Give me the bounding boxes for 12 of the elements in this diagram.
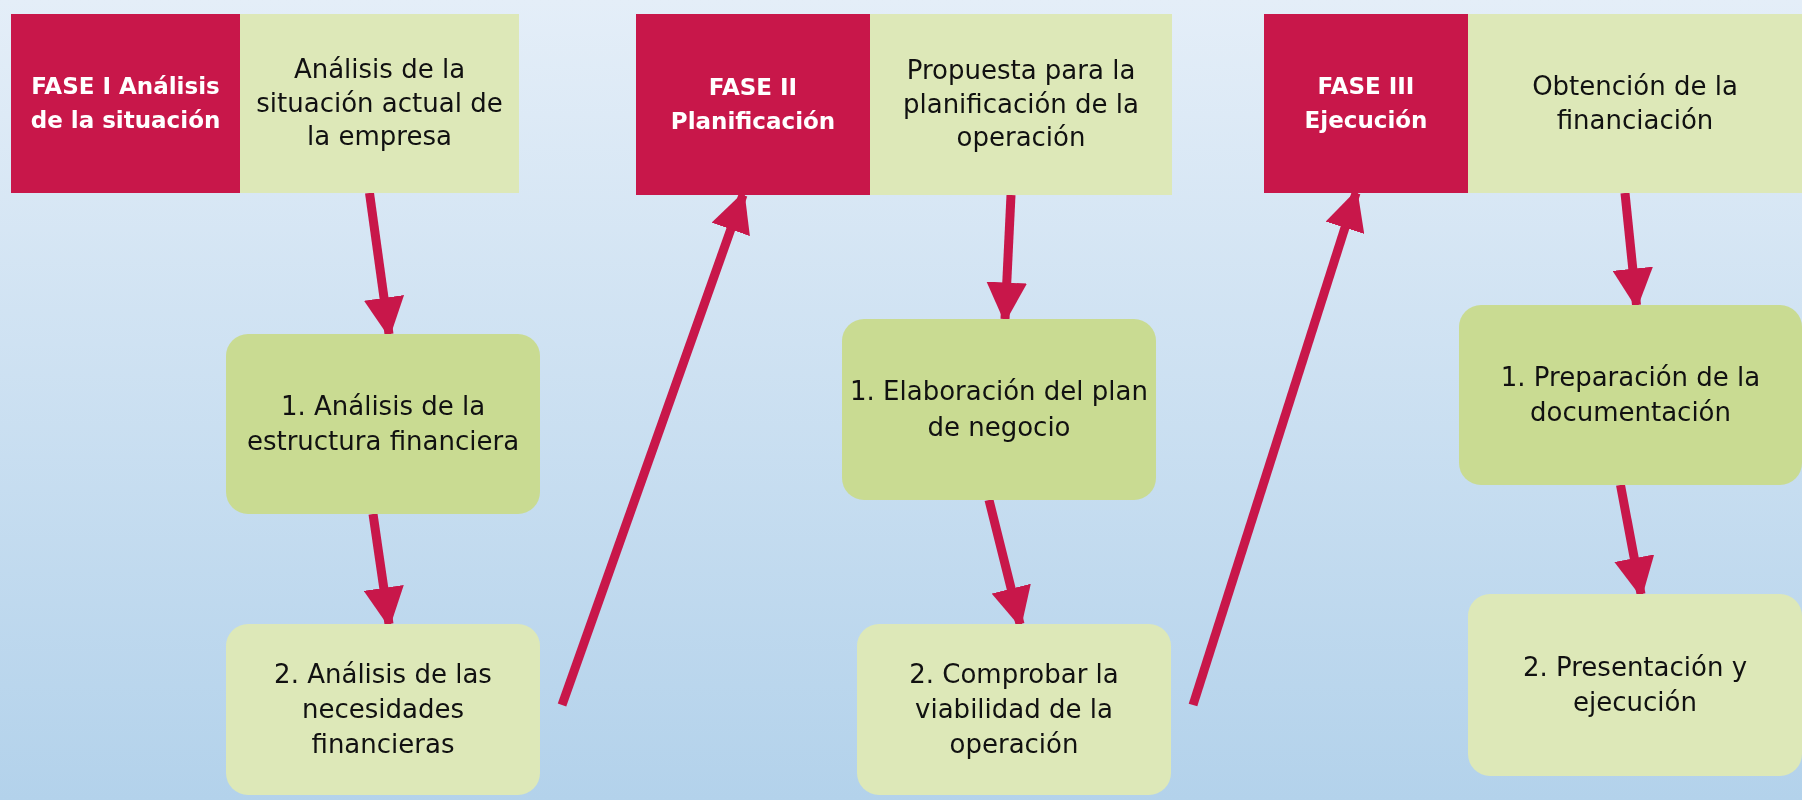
step-box: 2. Presentación y ejecución: [1468, 594, 1802, 776]
step-box: 1. Elaboración del plan de negocio: [842, 319, 1156, 500]
step-box: 2. Comprobar la viabilidad de la operación: [857, 624, 1171, 795]
step-box: 1. Preparación de la documentación: [1459, 305, 1802, 485]
step-box: 1. Análisis de la estructura financiera: [226, 334, 540, 514]
step-box: 2. Análisis de las necesidades financieras: [226, 624, 540, 795]
phase-description-box: Análisis de la situación actual de la empresa: [240, 14, 519, 193]
phase-box: FASE I Análisis de la situación: [11, 14, 240, 193]
phase-description-box: Obtención de la financiación: [1468, 14, 1802, 193]
phase-box: FASE II Planificación: [636, 14, 870, 195]
phase-description-box: Propuesta para la planificación de la operación: [870, 14, 1172, 195]
phase-box: FASE III Ejecución: [1264, 14, 1468, 193]
